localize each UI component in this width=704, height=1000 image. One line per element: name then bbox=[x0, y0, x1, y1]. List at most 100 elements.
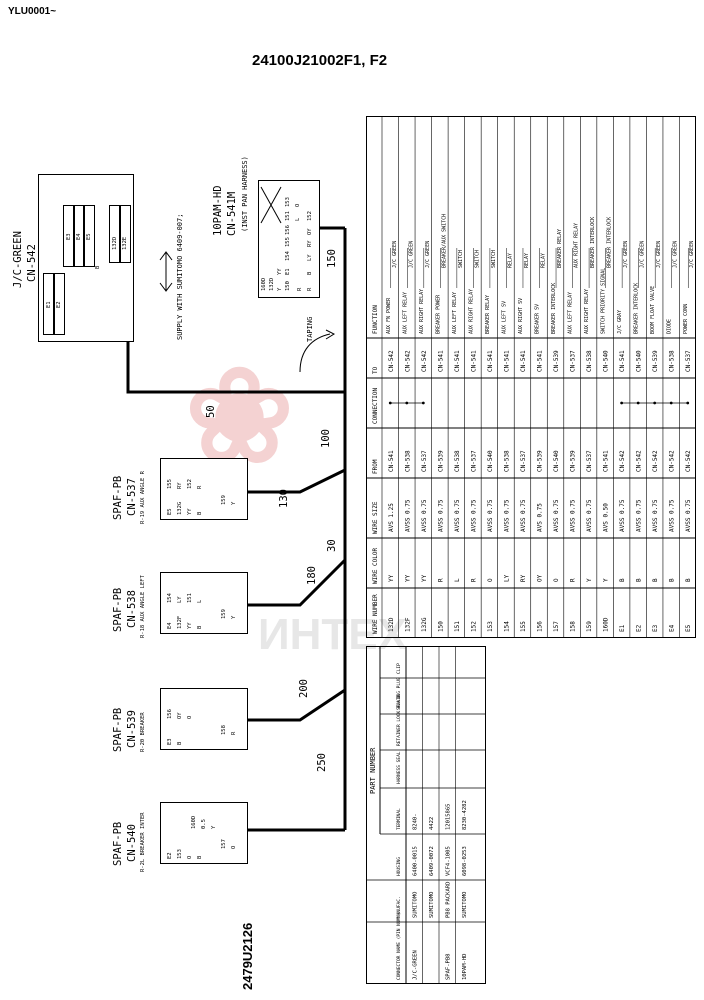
table-function-cell: AUX LEFT RELAY bbox=[402, 292, 408, 334]
pin-cell: E5 bbox=[83, 205, 95, 267]
table-cell: CN-538 bbox=[586, 350, 593, 372]
pin-label: 154 bbox=[285, 251, 291, 261]
pin-label: Y bbox=[231, 615, 237, 619]
table-function-cell: J/C GREEN bbox=[640, 241, 646, 268]
table-cell: E2 bbox=[636, 624, 643, 632]
table-cell: E4 bbox=[669, 624, 676, 632]
length-label-30: 30 bbox=[326, 539, 338, 552]
table-cell: PB8 PACKARD bbox=[445, 882, 451, 918]
pin-label: R bbox=[297, 287, 303, 291]
drawing-title: 24100J21002F1, F2 bbox=[252, 52, 388, 69]
cn-540-connector: 160D 0.5 Y E2 153 O B 157 O bbox=[160, 802, 248, 864]
pin-label: YY bbox=[187, 508, 193, 515]
table-cell: B bbox=[669, 578, 676, 582]
pin-label: B bbox=[197, 511, 203, 515]
table-cell: CN-542 bbox=[404, 350, 411, 372]
table-cell: CN-539 bbox=[437, 450, 444, 472]
pin-label: L bbox=[295, 217, 301, 221]
table-header-cell: MANUFAC. bbox=[396, 896, 402, 918]
table-function-cell: J/C GREEN bbox=[673, 241, 679, 268]
table-cell: AVSS 0.75 bbox=[520, 499, 527, 532]
pin-label: R bbox=[197, 485, 203, 489]
table-header-cell: CONNECTOR NAME (PIN NUM.) bbox=[396, 912, 402, 980]
pin-label: E4 bbox=[167, 622, 173, 629]
table-header-cell: HARNESS SEAL bbox=[396, 751, 402, 784]
table-cell: B bbox=[636, 578, 643, 582]
table-cell: 6400-0015 bbox=[412, 846, 418, 876]
table-cell: AVS 0.50 bbox=[603, 503, 610, 532]
table-header-cell: CLIP bbox=[396, 663, 402, 674]
table-function-cell: AUX RIGHT RELAY bbox=[468, 289, 474, 334]
connection-dot bbox=[620, 401, 624, 405]
pin-label: 132F bbox=[177, 615, 183, 629]
table-function-cell: BREAKER INTERLOCK bbox=[607, 217, 613, 268]
table-function-cell: AUX RIGHT RELAY bbox=[584, 289, 590, 334]
table-cell: CN-538 bbox=[454, 450, 461, 472]
table-cell: AVSS 0.75 bbox=[404, 499, 411, 532]
table-cell: CN-537 bbox=[520, 450, 527, 472]
pin-label: LY bbox=[177, 596, 183, 603]
pin-cell: E1 bbox=[43, 273, 55, 335]
table-cell: VCF4-1005 bbox=[445, 846, 451, 876]
table-cell: CN-538 bbox=[669, 350, 676, 372]
pin-label: 160D bbox=[191, 815, 197, 829]
table-cell: AVSS 0.75 bbox=[669, 499, 676, 532]
pin-label: Y bbox=[211, 825, 217, 829]
table-cell: CN-542 bbox=[685, 450, 692, 472]
table-cell: CN-538 bbox=[404, 450, 411, 472]
pin-label: B bbox=[197, 855, 203, 859]
table-function-cell: BREAKER/AUX SWITCH bbox=[441, 214, 447, 268]
connector-note: R-18 AUX ANGLE LEFT bbox=[140, 575, 146, 638]
table-cell: OY bbox=[537, 574, 544, 582]
table-header-cell: SEALING PLUG bbox=[396, 677, 402, 710]
length-label-100: 100 bbox=[320, 429, 332, 448]
table-function-cell: AUX RIGHT RELAY bbox=[419, 289, 425, 334]
table-cell: CN-541 bbox=[388, 450, 395, 472]
table-cell: CN-541 bbox=[503, 350, 510, 372]
pin-label: 158 bbox=[221, 725, 227, 735]
pin-label: 155 bbox=[285, 237, 291, 247]
pin-label: Y bbox=[231, 501, 237, 505]
table-cell: AVSS 0.75 bbox=[685, 499, 692, 532]
pin-label: 151 bbox=[285, 211, 291, 221]
table-cell: 157 bbox=[553, 621, 560, 632]
table-header-cell: FUNCTION bbox=[372, 305, 379, 334]
table-cell: E3 bbox=[652, 624, 659, 632]
table-cell: O bbox=[487, 578, 494, 582]
blank-cavity-cross bbox=[260, 186, 282, 224]
cn-538-connector: 154 LY 151 L E4 132F YY B 159 Y bbox=[160, 572, 248, 634]
pin-label: O bbox=[187, 855, 193, 859]
pin-label: YY bbox=[187, 622, 193, 629]
pin-label: 154 bbox=[167, 593, 173, 603]
table-cell: CN-542 bbox=[388, 350, 395, 372]
table-cell: AVSS 0.75 bbox=[619, 499, 626, 532]
table-cell: AVSS 0.75 bbox=[503, 499, 510, 532]
table-cell: CN-537 bbox=[685, 350, 692, 372]
table-function-cell: POWER CONN bbox=[683, 304, 689, 334]
table-cell: L bbox=[454, 578, 461, 582]
table-cell: CN-539 bbox=[652, 350, 659, 372]
table-function-cell: BREAKER INTERLOCK bbox=[634, 283, 640, 334]
connection-dot bbox=[421, 401, 425, 405]
inst-pan-connector: 160D 132D 151 153 L O 150 E1 154 155 156… bbox=[258, 180, 320, 298]
table-function-cell: SWITCH PRIORITY SIGNAL bbox=[601, 268, 607, 334]
table-function-cell: BREAKER INTERLOCK bbox=[551, 283, 557, 334]
table-header-cell: HOUSING bbox=[396, 857, 402, 876]
table-cell: YY bbox=[421, 574, 428, 582]
table-cell: CN-540 bbox=[487, 450, 494, 472]
table-cell: SUMITOMO bbox=[462, 892, 468, 919]
document-id: YLU0001~ bbox=[8, 6, 57, 17]
table-function-cell: J/C GREEN bbox=[623, 241, 629, 268]
table-function-cell: RELAY bbox=[524, 253, 530, 268]
table-function-cell: BREAKER POWER bbox=[435, 294, 441, 334]
pin-label: 156 bbox=[167, 709, 173, 719]
pin-label: YY bbox=[277, 268, 283, 275]
table-function-cell: AUX LEFT RELAY bbox=[568, 292, 574, 334]
table-function-cell: J/C GREEN bbox=[656, 241, 662, 268]
table-cell: 156 bbox=[537, 621, 544, 632]
connector-code: CN-540 bbox=[126, 824, 138, 862]
table-cell: E5 bbox=[685, 624, 692, 632]
table-cell: AVSS 0.75 bbox=[470, 499, 477, 532]
connector-code: CN-539 bbox=[126, 710, 138, 748]
